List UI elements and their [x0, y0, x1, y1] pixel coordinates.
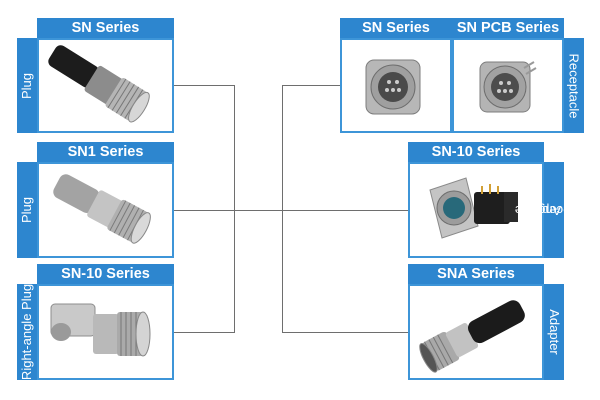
adapter-image: [419, 300, 525, 373]
connector-line: [235, 210, 282, 211]
connector-line: [282, 85, 283, 333]
right-angle-receptacle-image: [429, 177, 518, 239]
series-tab: SN Series: [340, 18, 452, 38]
right-angle-plug-image: [50, 303, 151, 357]
side-label-plug: Plug: [17, 38, 37, 133]
side-label-line: Receptacle: [514, 203, 580, 218]
series-tab: SN PCB Series: [452, 18, 564, 38]
connector-line: [282, 332, 408, 333]
side-label-receptacle: Receptacle: [564, 38, 584, 133]
side-label-adapter: Adapter: [544, 284, 564, 380]
side-label-right-angle-plug: Right-angle Plug: [17, 284, 37, 380]
series-tab: SN-10 Series: [37, 264, 174, 284]
side-label-text: Receptacle: [567, 52, 583, 119]
plug-image: [48, 45, 150, 123]
pcb-receptacle-image: [479, 61, 537, 113]
connector-line: [282, 210, 408, 211]
side-label-text: Right Angle Receptacle: [514, 177, 594, 244]
receptacle-image: [365, 59, 421, 115]
connector-line: [234, 85, 235, 333]
connector-line: [282, 85, 340, 86]
side-label-text: Adapter: [547, 309, 563, 355]
connector-line: [173, 210, 235, 211]
series-tab: SN-10 Series: [408, 142, 544, 162]
series-tab: SN1 Series: [37, 142, 174, 162]
connector-line: [173, 85, 235, 86]
side-label-text: Right-angle Plug: [19, 283, 34, 381]
plug-metal-image: [53, 174, 151, 244]
side-label-right-angle-receptacle: Right Angle Receptacle: [514, 162, 594, 258]
series-tab: SNA Series: [408, 264, 544, 284]
series-tab: SN Series: [37, 18, 174, 38]
side-label-text: Plug: [19, 72, 34, 99]
connector-line: [173, 332, 235, 333]
side-label-plug: Plug: [17, 162, 37, 258]
side-label-text: Plug: [19, 196, 34, 224]
